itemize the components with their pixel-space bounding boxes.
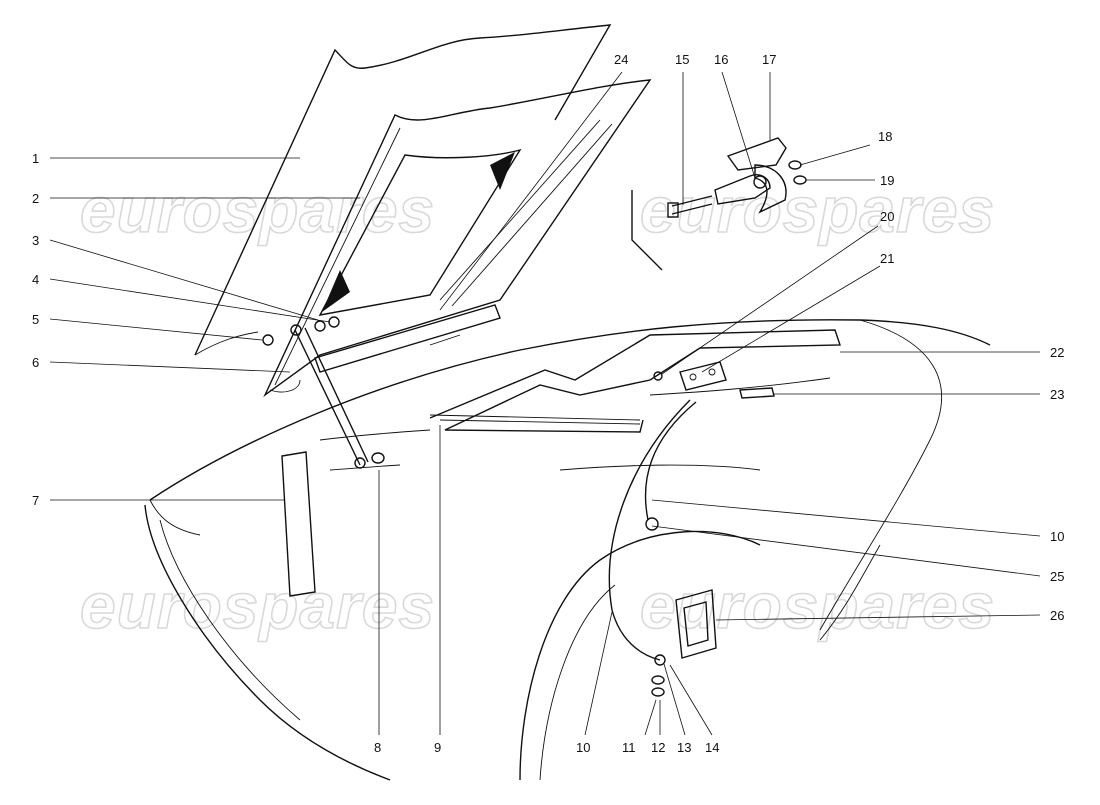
callout-1: 1 — [32, 151, 39, 166]
rubber-block — [281, 451, 316, 597]
callout-18: 18 — [878, 129, 892, 144]
latch-plate — [679, 361, 727, 391]
screw — [653, 371, 663, 381]
small-bracket — [739, 387, 775, 399]
watermark-text: eurospares — [640, 570, 995, 642]
callout-6: 6 — [32, 355, 39, 370]
callout-22: 22 — [1050, 345, 1064, 360]
callout-16: 16 — [714, 52, 728, 67]
callout-9: 9 — [434, 740, 441, 755]
callout-26: 26 — [1050, 608, 1064, 623]
callout-24: 24 — [614, 52, 628, 67]
callout-15: 15 — [675, 52, 689, 67]
callout-labels: 1 2 3 4 5 6 7 8 9 10 10 11 12 13 14 15 1… — [32, 52, 1064, 755]
stay-rod — [290, 324, 369, 469]
release-handle — [675, 589, 717, 659]
nut-washer — [651, 675, 665, 697]
callout-8: 8 — [374, 740, 381, 755]
watermark-layer: eurospares eurospares eurospares eurospa… — [79, 173, 995, 643]
callout-19: 19 — [880, 173, 894, 188]
watermark-text: eurospares — [80, 570, 435, 642]
bonnet-inner-frame — [263, 79, 652, 398]
leader-lines — [49, 71, 1041, 736]
bonnet-panel — [194, 24, 612, 356]
callout-10: 10 — [1050, 529, 1064, 544]
hinge-detail — [631, 137, 807, 271]
watermark-text: eurospares — [80, 174, 435, 246]
callout-13: 13 — [677, 740, 691, 755]
callout-23: 23 — [1050, 387, 1064, 402]
callout-17: 17 — [762, 52, 776, 67]
callout-5: 5 — [32, 312, 39, 327]
callout-14: 14 — [705, 740, 719, 755]
callout-7: 7 — [32, 493, 39, 508]
callout-2: 2 — [32, 191, 39, 206]
callout-10: 10 — [576, 740, 590, 755]
watermark-text: eurospares — [640, 174, 995, 246]
callout-4: 4 — [32, 272, 39, 287]
release-cable — [608, 399, 697, 666]
callout-3: 3 — [32, 233, 39, 248]
callout-25: 25 — [1050, 569, 1064, 584]
callout-21: 21 — [880, 251, 894, 266]
bump-stop — [371, 452, 385, 464]
seal-strip — [314, 304, 501, 373]
car-body-outline — [144, 319, 991, 781]
callout-20: 20 — [880, 209, 894, 224]
callout-12: 12 — [651, 740, 665, 755]
callout-11: 11 — [622, 740, 636, 755]
